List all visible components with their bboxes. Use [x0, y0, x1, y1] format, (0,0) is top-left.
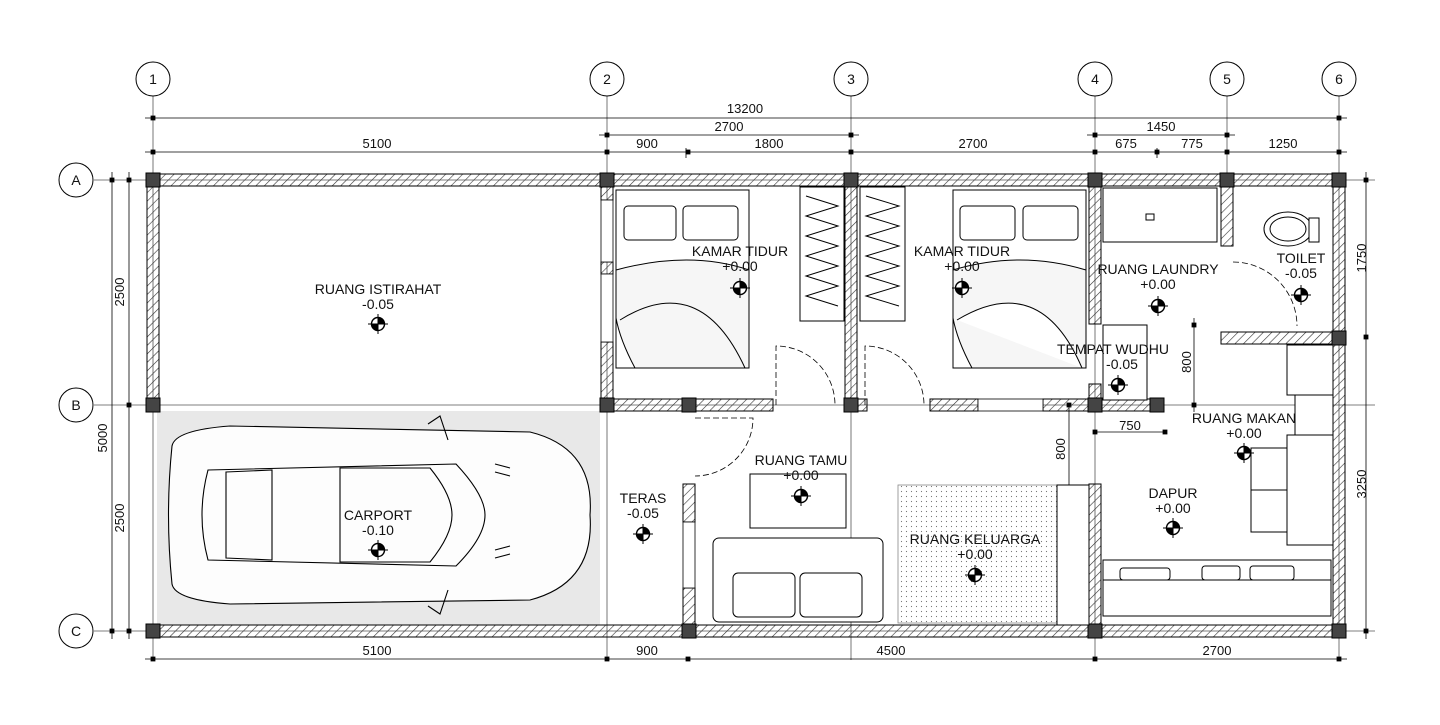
bed-2: [952, 189, 1087, 369]
level-marker-dapur-icon: [1162, 517, 1184, 539]
room-name-kamar-1: KAMAR TIDUR: [692, 243, 788, 259]
kitchen-fixtures: [1102, 344, 1334, 617]
grid-label-col-5: 5: [1223, 71, 1231, 87]
bed-1: [615, 189, 750, 369]
dimension-lines: [109, 115, 1369, 662]
room-name-wudhu: TEMPAT WUDHU: [1057, 341, 1169, 357]
grid-label-row-a: A: [71, 172, 81, 188]
room-level-laundry: +0.00: [1140, 276, 1176, 292]
grid-label-col-4: 4: [1091, 71, 1099, 87]
dim-bottom-2700: 2700: [1203, 643, 1232, 658]
level-marker-laundry-icon: [1147, 295, 1169, 317]
dim-top-5100: 5100: [363, 136, 392, 151]
living-furniture: [712, 473, 1090, 626]
dim-top-2700-upper: 2700: [715, 119, 744, 134]
dim-left-5000: 5000: [95, 424, 110, 453]
room-level-wudhu: -0.05: [1106, 356, 1138, 372]
room-level-istirahat: -0.05: [362, 296, 394, 312]
room-name-keluarga: RUANG KELUARGA: [910, 531, 1041, 547]
room-name-toilet: TOILET: [1277, 250, 1326, 266]
room-name-dapur: DAPUR: [1148, 485, 1197, 501]
dim-top-2700: 2700: [959, 136, 988, 151]
room-name-teras: TERAS: [620, 490, 667, 506]
structural-columns: [145, 172, 1347, 639]
room-level-dapur: +0.00: [1155, 500, 1191, 516]
toilet-fixture: [1263, 211, 1320, 247]
level-marker-toilet-icon: [1290, 284, 1312, 306]
room-level-carport: -0.10: [362, 522, 394, 538]
dim-bottom-5100: 5100: [363, 643, 392, 658]
dim-top-675: 675: [1115, 136, 1137, 151]
grid-bubbles: [58, 61, 1357, 649]
dim-top-1250: 1250: [1269, 136, 1298, 151]
dim-top-1450: 1450: [1147, 119, 1176, 134]
grid-label-col-1: 1: [149, 71, 157, 87]
keluarga-rug: [897, 484, 1059, 624]
dim-left-2500-a: 2500: [112, 278, 127, 307]
grid-label-col-3: 3: [847, 71, 855, 87]
room-level-keluarga: +0.00: [957, 546, 993, 562]
car-drawing: [167, 415, 591, 615]
level-marker-teras-icon: [632, 523, 654, 545]
grid-label-col-6: 6: [1335, 71, 1343, 87]
dim-right-1750: 1750: [1354, 244, 1369, 273]
dim-top-1800: 1800: [755, 136, 784, 151]
dim-bottom-900: 900: [636, 643, 658, 658]
room-name-carport: CARPORT: [344, 507, 413, 523]
dim-750: 750: [1119, 418, 1141, 433]
room-name-istirahat: RUANG ISTIRAHAT: [315, 281, 442, 297]
room-name-makan: RUANG MAKAN: [1192, 410, 1296, 426]
room-level-kamar-2: +0.00: [944, 258, 980, 274]
room-name-laundry: RUANG LAUNDRY: [1097, 261, 1219, 277]
dim-left-2500-b: 2500: [112, 504, 127, 533]
room-name-kamar-2: KAMAR TIDUR: [914, 243, 1010, 259]
dim-right-3250: 3250: [1354, 470, 1369, 499]
doors: [694, 261, 1298, 477]
room-name-tamu: RUANG TAMU: [755, 452, 848, 468]
dim-top-total: 13200: [727, 101, 763, 116]
level-marker-istirahat-icon: [367, 313, 389, 335]
dim-bottom-4500: 4500: [877, 643, 906, 658]
grid-label-row-c: C: [71, 623, 81, 639]
laundry-fixtures: [1102, 187, 1218, 401]
grid-label-col-2: 2: [603, 71, 611, 87]
dim-dapur-800: 800: [1053, 438, 1068, 460]
room-level-teras: -0.05: [627, 505, 659, 521]
room-level-makan: +0.00: [1226, 425, 1262, 441]
room-level-tamu: +0.00: [783, 467, 819, 483]
dim-top-775: 775: [1181, 136, 1203, 151]
wall-windows: [600, 199, 1044, 589]
room-level-kamar-1: +0.00: [722, 258, 758, 274]
grid-label-row-b: B: [71, 397, 80, 413]
dim-top-900: 900: [636, 136, 658, 151]
dim-wudhu-800: 800: [1179, 351, 1194, 373]
wardrobes: [799, 186, 906, 322]
room-level-toilet: -0.05: [1285, 265, 1317, 281]
